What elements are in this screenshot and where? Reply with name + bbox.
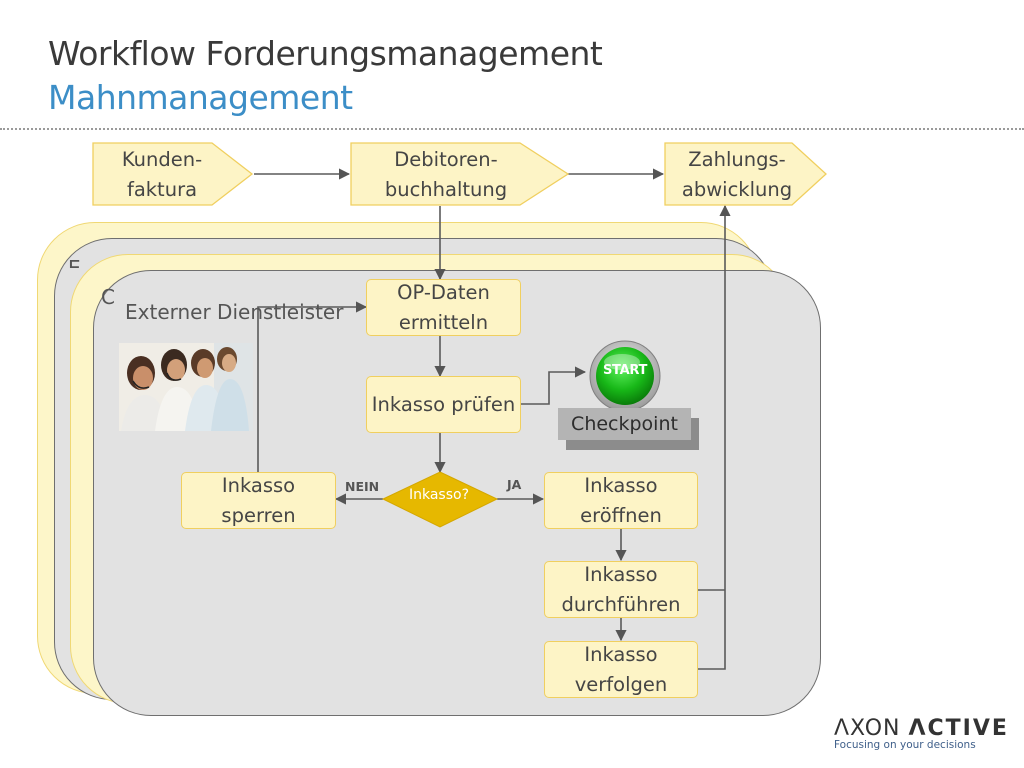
- edge-label-ja: JA: [507, 477, 522, 492]
- start-button-label: START: [602, 363, 648, 378]
- start-button[interactable]: [589, 340, 661, 412]
- step-inkasso-verfolgen: Inkasso verfolgen: [544, 641, 698, 698]
- chain-zahlungsabwicklung-label: Zahlungs- abwicklung: [681, 147, 793, 201]
- panel-label-externer-dienstleister: Externer Dienstleister: [125, 300, 344, 324]
- checkpoint-label: Checkpoint: [558, 408, 691, 440]
- panel-peek-label-3: C: [101, 285, 115, 309]
- step-inkasso-eroeffnen: Inkasso eröffnen: [544, 472, 698, 529]
- chain-debitorenbuchhaltung: Debitoren- buchhaltung: [350, 142, 572, 207]
- chain-kundenfaktura-label: Kunden- faktura: [121, 147, 203, 201]
- edge-sperren-opdaten: [257, 301, 368, 472]
- chain-zahlungsabwicklung: Zahlungs- abwicklung: [664, 142, 830, 207]
- step-inkasso-durchfuehren: Inkasso durchführen: [544, 561, 698, 618]
- step-inkasso-sperren: Inkasso sperren: [181, 472, 336, 529]
- logo-name-light: ΛXON: [834, 716, 901, 741]
- decision-label: Inkasso?: [408, 487, 470, 503]
- chain-kundenfaktura: Kunden- faktura: [92, 142, 256, 207]
- page-title: Workflow Forderungsmanagement: [48, 34, 603, 73]
- axon-active-logo: ΛXON ΛCTIVE Focusing on your decisions: [834, 716, 1009, 751]
- logo-tagline: Focusing on your decisions: [834, 739, 976, 751]
- edge-pruefen-start: [521, 366, 587, 405]
- panel-peek-label-1: E: [68, 256, 81, 268]
- edge-label-nein: NEIN: [345, 479, 380, 494]
- logo-name-bold: ΛCTIVE: [908, 716, 1009, 741]
- step-op-daten-ermitteln: OP-Daten ermitteln: [366, 279, 521, 336]
- callcenter-photo: [119, 343, 253, 431]
- step-inkasso-pruefen: Inkasso prüfen: [366, 376, 521, 433]
- chain-debitorenbuchhaltung-label: Debitoren- buchhaltung: [384, 147, 508, 201]
- title-divider: [0, 128, 1024, 130]
- edge-verfolgen-zahlungs: [697, 204, 731, 670]
- page-subtitle: Mahnmanagement: [48, 78, 353, 117]
- decision-diamond: [381, 471, 499, 528]
